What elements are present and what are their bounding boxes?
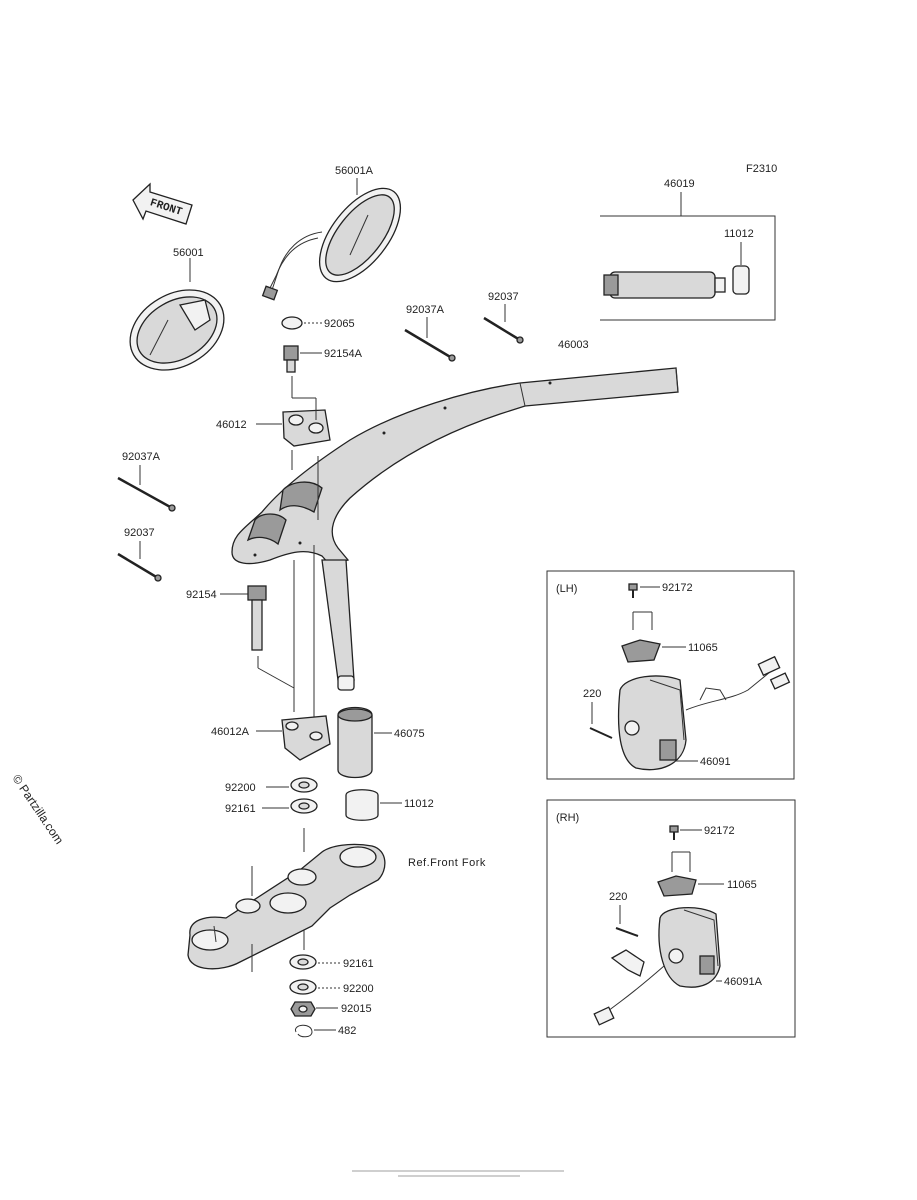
handlebar-46003 bbox=[231, 367, 679, 691]
front-arrow-icon: FRONT bbox=[132, 182, 193, 225]
lh-label-46091: 46091 bbox=[700, 756, 731, 768]
label-46012A: 46012A bbox=[211, 726, 250, 738]
label-92154: 92154 bbox=[186, 589, 217, 601]
label-92200-top: 92200 bbox=[225, 782, 256, 794]
rh-label-220: 220 bbox=[609, 891, 627, 903]
inset-rh-title: (RH) bbox=[556, 812, 579, 824]
clamp-46012 bbox=[282, 409, 331, 447]
inset-rh: (RH) 92172 11065 220 46091A bbox=[546, 799, 796, 1038]
label-482: 482 bbox=[338, 1025, 356, 1037]
watermark: © Partzilla.com bbox=[10, 772, 67, 847]
label-46012: 46012 bbox=[216, 419, 247, 431]
rh-label-92172: 92172 bbox=[704, 825, 735, 837]
figure-code: F2310 bbox=[746, 163, 777, 175]
label-92154A: 92154A bbox=[324, 348, 363, 360]
clamp-46012A bbox=[281, 715, 331, 761]
lh-label-11065: 11065 bbox=[688, 642, 718, 654]
label-92037-left: 92037 bbox=[124, 527, 155, 539]
grip-46019 bbox=[603, 265, 750, 299]
label-92037A-left: 92037A bbox=[122, 451, 161, 463]
inset-lh-title: (LH) bbox=[556, 583, 577, 595]
label-92037A-top: 92037A bbox=[406, 304, 445, 316]
triple-clamp bbox=[187, 843, 386, 970]
label-92037-top: 92037 bbox=[488, 291, 519, 303]
inset-lh: (LH) 92172 11065 220 46091 bbox=[546, 570, 795, 780]
label-56001: 56001 bbox=[173, 247, 204, 259]
grip-46075 bbox=[337, 706, 373, 779]
label-92161-bot: 92161 bbox=[343, 958, 374, 970]
label-92065: 92065 bbox=[324, 318, 355, 330]
label-92200-bot: 92200 bbox=[343, 983, 374, 995]
end-cap-11012 bbox=[345, 789, 379, 821]
label-11012-mid: 11012 bbox=[404, 798, 434, 810]
label-56001A: 56001A bbox=[335, 165, 374, 177]
mirror-left bbox=[129, 289, 225, 371]
label-92015: 92015 bbox=[341, 1003, 372, 1015]
ref-note: Ref.Front Fork bbox=[408, 857, 486, 869]
rh-label-46091A: 46091A bbox=[724, 976, 763, 988]
label-46003: 46003 bbox=[558, 339, 589, 351]
rh-label-11065: 11065 bbox=[727, 879, 757, 891]
lh-label-220: 220 bbox=[583, 688, 601, 700]
mirror-right bbox=[261, 187, 402, 301]
label-46019: 46019 bbox=[664, 178, 695, 190]
label-92161-top: 92161 bbox=[225, 803, 256, 815]
label-46075: 46075 bbox=[394, 728, 425, 740]
label-11012-top: 11012 bbox=[724, 228, 754, 240]
lh-label-92172: 92172 bbox=[662, 582, 693, 594]
